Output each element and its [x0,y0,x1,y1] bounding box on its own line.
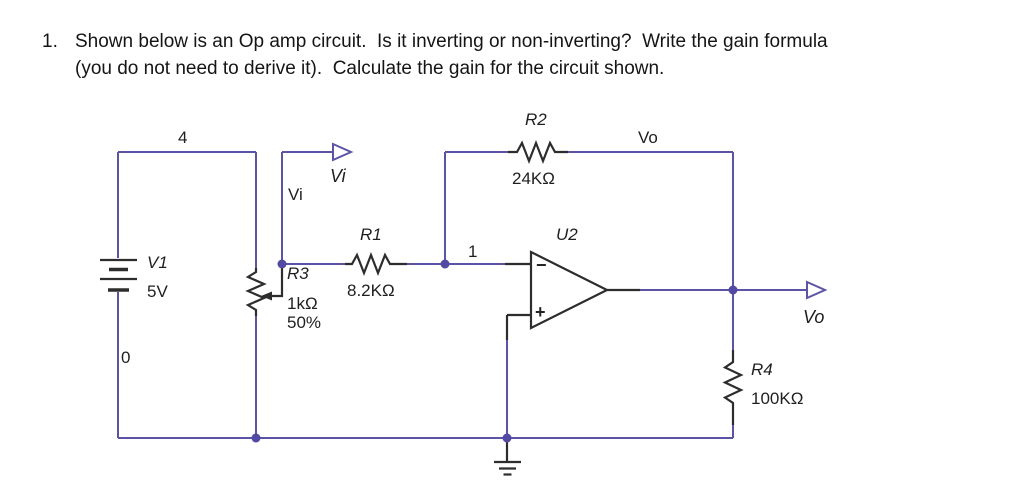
r4-ref-label: R4 [751,360,773,379]
wire-feedback [444,151,733,264]
v1-ref-label: V1 [147,253,168,272]
vi-net-label: Vi [288,185,303,204]
net-label-4: 4 [178,128,188,147]
r3-ref-label: R3 [287,264,309,283]
resistor-r1-icon [345,251,407,277]
question-line-1: Shown below is an Op amp circuit. Is it … [75,31,828,52]
battery-icon [100,258,137,292]
opamp-minus-sign: − [536,255,547,275]
net-label-0: 0 [121,348,131,367]
wire-left-branch [117,151,256,438]
r1-ref-label: R1 [360,225,382,244]
vi-pin-label: Vi [330,166,346,186]
junction-dots [251,259,738,443]
r3-value-label: 1kΩ [287,294,318,313]
opamp-icon [505,250,640,340]
potentiometer-icon [245,264,284,316]
r3-setting-label: 50% [287,313,322,332]
r2-value-label: 24KΩ [512,169,555,188]
u2-ref-label: U2 [556,225,578,244]
wire-vi-net [281,151,332,264]
question-text: 1. Shown below is an Op amp circuit. Is … [42,28,982,82]
vi-pin-arrow-icon [332,142,354,162]
r4-value-label: 100KΩ [751,389,804,408]
opamp-plus-sign: + [535,302,546,322]
net-label-1: 1 [468,242,478,261]
v1-value-label: 5V [147,282,168,301]
r2-ref-label: R2 [525,110,547,129]
vo-net-label: Vo [638,128,658,147]
ground-icon [494,438,521,476]
question-line-2: (you do not need to derive it). Calculat… [75,58,665,79]
resistor-r2-icon [508,139,568,165]
vo-pin-label: Vo [803,307,825,327]
resistor-r4-icon [722,350,744,425]
r1-value-label: 8.2KΩ [347,281,395,300]
vo-pin-arrow-icon [806,280,828,300]
question-number: 1. [42,31,58,52]
